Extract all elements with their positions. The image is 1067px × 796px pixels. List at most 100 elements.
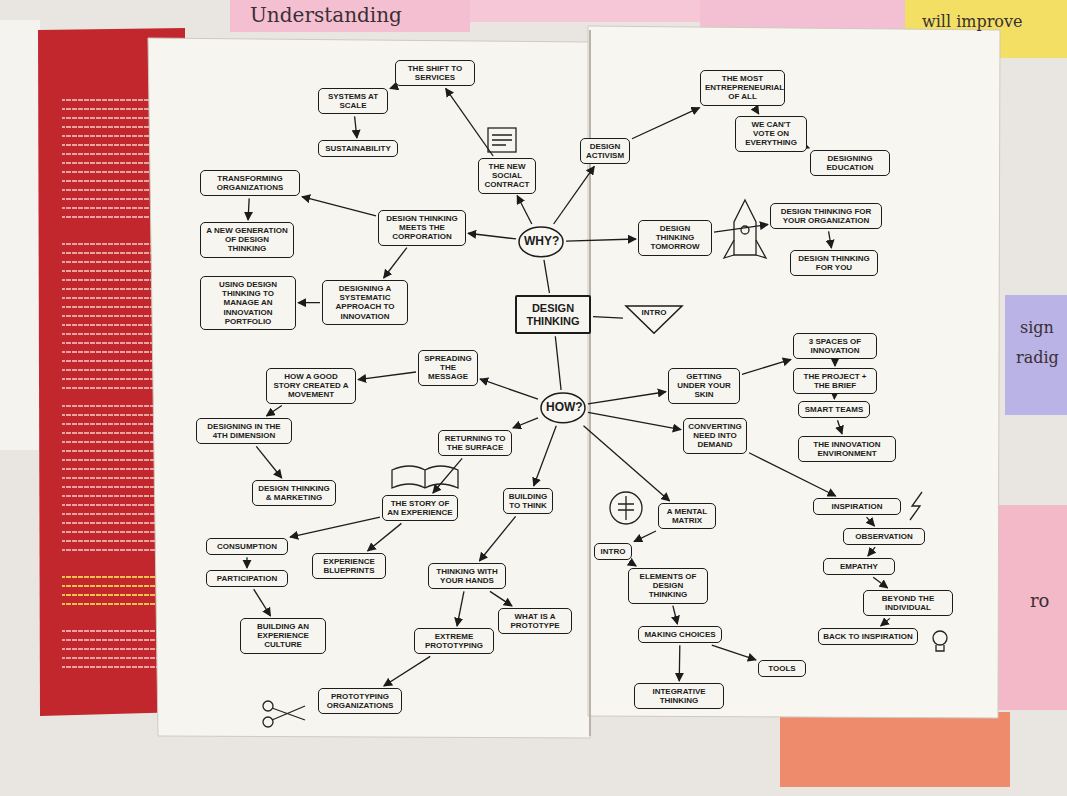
connector-arrow — [834, 361, 835, 366]
topic-box: MAKING CHOICES — [638, 626, 722, 643]
white-card — [0, 20, 40, 450]
node-text: A NEW GENERATION OF DESIGN THINKING — [205, 226, 289, 254]
connector-arrow — [868, 547, 875, 556]
connector-arrow — [634, 531, 656, 542]
node-text: DESIGN THINKING & MARKETING — [257, 484, 331, 502]
node-text: A MENTAL MATRIX — [663, 507, 711, 525]
node-text: THE INNOVATION ENVIRONMENT — [803, 440, 891, 458]
topic-box: GETTING UNDER YOUR SKIN — [668, 368, 740, 404]
topic-box: TRANSFORMING ORGANIZATIONS — [200, 170, 300, 196]
sticky-note-text: ro — [1030, 590, 1049, 611]
connector-arrow — [881, 618, 890, 626]
sticky-note — [780, 712, 1010, 787]
connector-arrow — [390, 88, 393, 89]
topic-box: THE SHIFT TO SERVICES — [395, 60, 475, 86]
sticky-note-text: Understanding — [250, 3, 402, 27]
topic-box: DESIGN THINKING TOMORROW — [638, 220, 712, 256]
node-text: DESIGN THINKING FOR YOUR ORGANIZATION — [775, 207, 877, 225]
topic-box: DESIGN THINKING FOR YOU — [790, 250, 878, 276]
connector-arrow — [555, 336, 561, 390]
node-text: DESIGNING EDUCATION — [815, 154, 885, 172]
connector-arrow — [873, 577, 887, 588]
node-text: WHAT IS A PROTOTYPE — [503, 612, 567, 630]
connector-arrow — [712, 645, 756, 660]
topic-box: INTEGRATIVE THINKING — [634, 683, 724, 709]
node-text: THE NEW SOCIAL CONTRACT — [483, 162, 531, 190]
topic-box: BUILDING AN EXPERIENCE CULTURE — [240, 618, 326, 654]
node-text: INTRO — [629, 308, 679, 317]
topic-box: WHAT IS A PROTOTYPE — [498, 608, 572, 634]
connector-arrow — [384, 248, 407, 278]
node-text: THE SHIFT TO SERVICES — [400, 64, 470, 82]
topic-box: 3 SPACES OF INNOVATION — [793, 333, 877, 359]
topic-box: THE STORY OF AN EXPERIENCE — [382, 495, 458, 521]
node-text: PROTOTYPING ORGANIZATIONS — [323, 692, 397, 710]
rocket-fins — [724, 240, 766, 258]
connector-arrow — [254, 589, 271, 616]
cover-text — [62, 625, 162, 670]
node-text: THE PROJECT + THE BRIEF — [798, 372, 872, 390]
topic-box: DESIGN THINKING MEETS THE CORPORATION — [378, 210, 466, 246]
topic-box: WE CAN'T VOTE ON EVERYTHING — [735, 116, 807, 152]
topic-box: PROTOTYPING ORGANIZATIONS — [318, 688, 402, 714]
lightning-sketch — [910, 492, 922, 520]
node-text: WHY? — [524, 235, 558, 249]
document-lines — [492, 135, 512, 145]
node-text: WE CAN'T VOTE ON EVERYTHING — [740, 120, 802, 148]
sticky-note-text: will improve — [922, 12, 1022, 31]
node-text: BEYOND THE INDIVIDUAL — [868, 594, 948, 612]
topic-box: INSPIRATION — [813, 498, 901, 515]
connector-arrow — [302, 197, 376, 216]
connector-arrow — [593, 317, 623, 318]
node-text: INTRO — [599, 547, 627, 556]
node-text: SYSTEMS AT SCALE — [323, 92, 383, 110]
connector-arrow — [480, 379, 538, 399]
lightbulb-base — [936, 645, 944, 651]
connector-arrow — [517, 196, 532, 224]
node-text: DESIGN THINKING — [523, 302, 583, 327]
node-text: TOOLS — [763, 664, 801, 673]
connector-arrow — [714, 224, 768, 232]
topic-box: EXPERIENCE BLUEPRINTS — [312, 553, 386, 579]
book-sketch — [392, 466, 458, 488]
connector-arrow — [457, 591, 464, 626]
node-text: DESIGN THINKING TOMORROW — [643, 224, 707, 252]
lightbulb-sketch — [933, 631, 947, 645]
connector-arrow — [829, 231, 832, 248]
topic-box: ELEMENTS OF DESIGN THINKING — [628, 568, 708, 604]
outline — [519, 227, 563, 257]
node-text: EXPERIENCE BLUEPRINTS — [317, 557, 381, 575]
topic-box: BEYOND THE INDIVIDUAL — [863, 590, 953, 616]
connector-arrow — [298, 302, 320, 303]
connector-arrow — [588, 412, 681, 429]
topic-box: OBSERVATION — [843, 528, 925, 545]
outline — [541, 393, 585, 423]
topic-box: CONVERTING NEED INTO DEMAND — [683, 418, 747, 454]
hub-ellipse: WHY? — [518, 226, 564, 258]
book-spine — [589, 30, 591, 736]
connector-arrow — [355, 116, 357, 138]
node-text: OBSERVATION — [848, 532, 920, 541]
topic-box: TOOLS — [758, 660, 806, 677]
topic-box: PARTICIPATION — [206, 570, 288, 587]
node-text: CONSUMPTION — [211, 542, 283, 551]
intro-triangle: INTRO — [625, 305, 683, 334]
connector-arrow — [679, 645, 681, 681]
connector-arrow — [808, 147, 809, 148]
connector-arrow — [742, 359, 791, 374]
connector-arrow — [290, 517, 380, 537]
node-text: 3 SPACES OF INNOVATION — [798, 337, 872, 355]
topic-box: HOW A GOOD STORY CREATED A MOVEMENT — [266, 368, 356, 404]
hub-ellipse: HOW? — [540, 392, 586, 424]
connector-arrow — [358, 372, 416, 380]
node-text: RETURNING TO THE SURFACE — [443, 434, 507, 452]
scissors-sketch — [263, 717, 273, 727]
node-text: TRANSFORMING ORGANIZATIONS — [205, 174, 295, 192]
node-text: USING DESIGN THINKING TO MANAGE AN INNOV… — [205, 280, 291, 326]
connector-arrow — [630, 562, 636, 566]
topic-box: DESIGN THINKING FOR YOUR ORGANIZATION — [770, 203, 882, 229]
topic-box: SPREADING THE MESSAGE — [418, 350, 478, 386]
